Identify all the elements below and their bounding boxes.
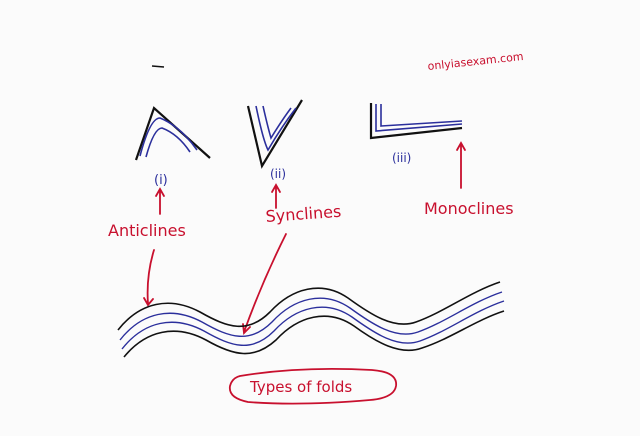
- label-i: (i): [154, 173, 168, 188]
- pointer-arrows: [143, 141, 466, 335]
- caption-outline: [228, 367, 397, 405]
- anticline-sketch: [134, 106, 211, 161]
- anticlines-label: Anticlines: [108, 221, 186, 240]
- arrow-syncline-to-wave: [242, 233, 287, 335]
- arrow-anticline-to-wave: [143, 249, 155, 307]
- monocline-sketch: [369, 103, 463, 140]
- arrow-to-monocline: [456, 141, 466, 189]
- monoclines-label: Monoclines: [424, 199, 514, 218]
- label-ii: (ii): [270, 167, 286, 181]
- label-iii: (iii): [392, 151, 411, 165]
- caption-group: Types of folds: [228, 367, 397, 405]
- synclines-label: Synclines: [265, 202, 342, 226]
- arrow-to-syncline: [271, 183, 281, 209]
- syncline-sketch: [246, 99, 303, 169]
- stray-mark: [151, 65, 165, 68]
- watermark-text: onlyiasexam.com: [427, 50, 524, 73]
- wavy-folds-sketch: [117, 281, 505, 358]
- arrow-to-anticline: [155, 187, 165, 215]
- caption-text: Types of folds: [249, 378, 352, 396]
